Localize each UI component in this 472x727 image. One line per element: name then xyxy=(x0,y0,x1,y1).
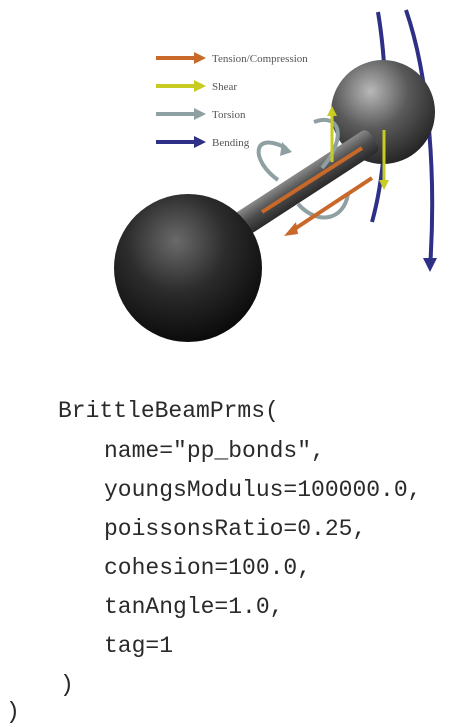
torsion-arrowhead xyxy=(280,142,292,156)
torsion-arc-lower xyxy=(296,193,350,220)
legend-label-shear: Shear xyxy=(212,81,237,93)
code-line-close-paren-outer: ) xyxy=(6,699,20,725)
legend-item-tension: Tension/Compression xyxy=(156,52,308,65)
legend-item-torsion: Torsion xyxy=(156,108,246,121)
legend-label-tension: Tension/Compression xyxy=(212,53,308,65)
legend: Tension/Compression Shear Torsion Bendin… xyxy=(156,52,308,149)
code-line-poissons-ratio: poissonsRatio=0.25, xyxy=(104,516,367,542)
tension-arrow-upper xyxy=(260,146,364,214)
bonded-particles-diagram: Tension/Compression Shear Torsion Bendin… xyxy=(114,9,437,342)
code-line-constructor: BrittleBeamPrms( xyxy=(58,398,279,424)
tension-arrowhead-lower xyxy=(284,222,298,236)
code-line-close-paren-inner: ) xyxy=(60,672,74,698)
legend-label-bending: Bending xyxy=(212,137,250,149)
code-line-cohesion: cohesion=100.0, xyxy=(104,555,312,581)
torsion-arc-right xyxy=(313,118,340,170)
shear-arrowhead-2 xyxy=(379,180,389,190)
legend-item-shear: Shear xyxy=(156,80,237,93)
torsion-arc-left xyxy=(256,140,287,182)
code-line-name: name="pp_bonds", xyxy=(104,438,325,464)
tension-arrow-lower xyxy=(288,176,374,234)
code-line-tan-angle: tanAngle=1.0, xyxy=(104,594,284,620)
shear-arrowhead-1 xyxy=(327,106,337,116)
legend-label-torsion: Torsion xyxy=(212,109,246,121)
code-line-tag: tag=1 xyxy=(104,633,174,659)
bending-arrowhead xyxy=(423,258,437,272)
legend-item-bending: Bending xyxy=(156,136,250,149)
large-sphere xyxy=(114,194,262,342)
code-line-youngs-modulus: youngsModulus=100000.0, xyxy=(104,477,422,503)
